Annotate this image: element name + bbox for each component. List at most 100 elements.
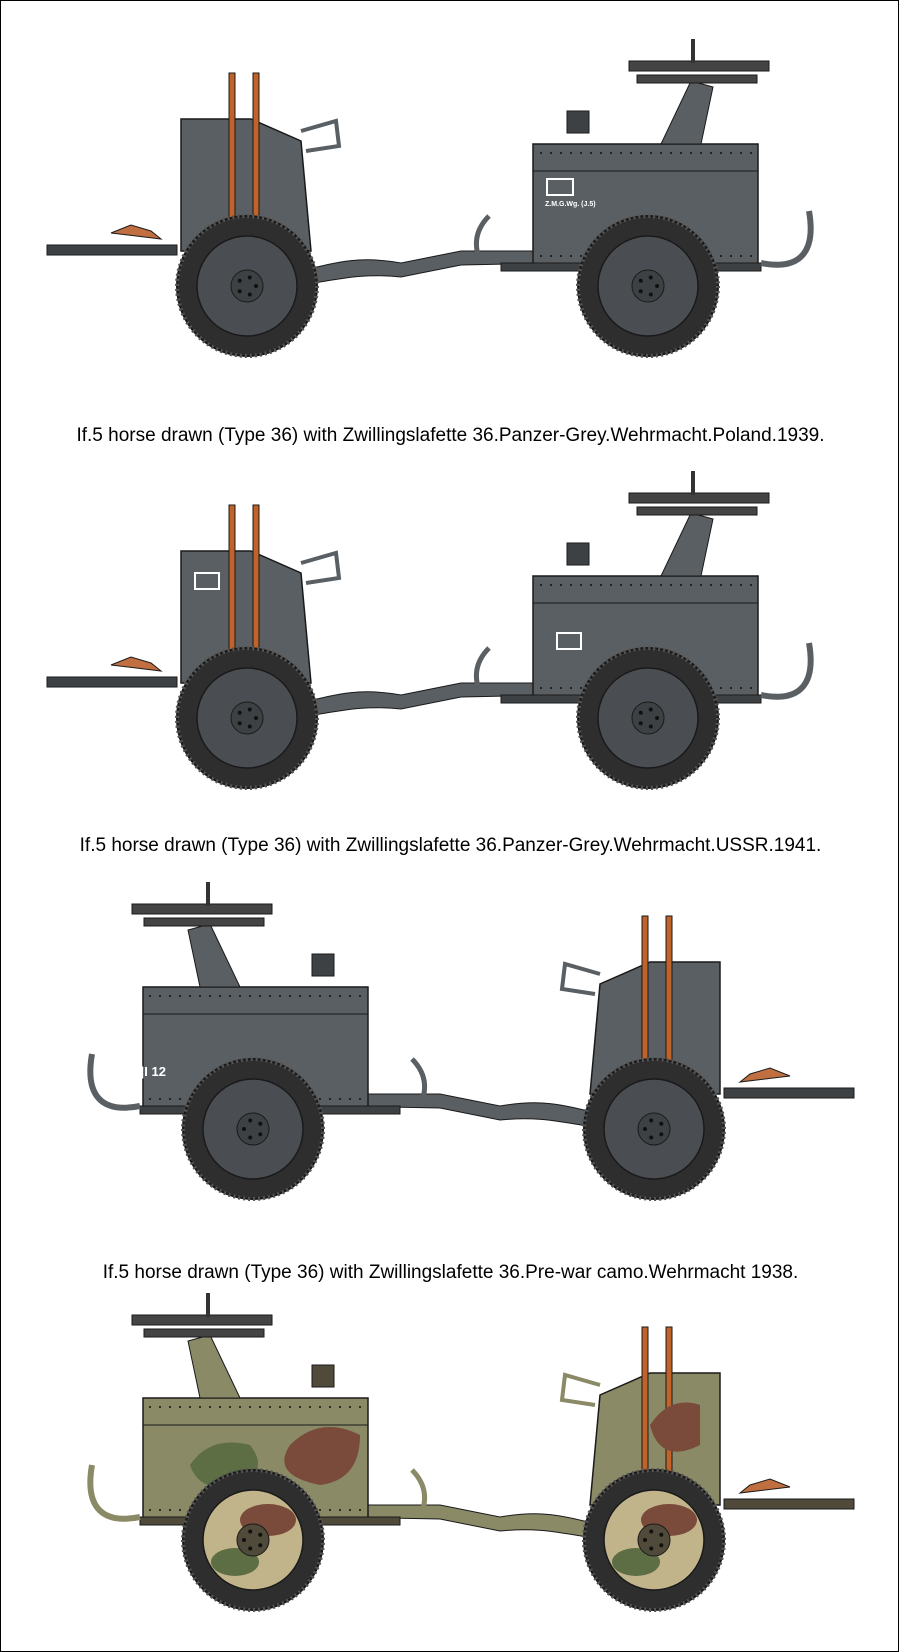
rivet	[269, 995, 271, 997]
lug-nut	[258, 1121, 263, 1126]
rivet	[630, 584, 632, 586]
lug-nut	[659, 1121, 664, 1126]
rivet	[219, 1406, 221, 1408]
rivet	[660, 152, 662, 154]
skid-rail	[87, 1464, 141, 1522]
rivet	[329, 1406, 331, 1408]
rivet	[209, 1406, 211, 1408]
lug-nut	[638, 289, 643, 294]
lug-nut	[655, 716, 659, 720]
mg-mount	[660, 512, 714, 577]
machine-gun-lower	[143, 1328, 265, 1338]
rivet	[299, 1406, 301, 1408]
lug-nut	[643, 1538, 647, 1542]
rivet	[329, 1509, 331, 1511]
lug-nut	[237, 721, 242, 726]
lug-nut	[648, 707, 653, 712]
rivet	[750, 687, 752, 689]
seat-rail	[300, 550, 342, 585]
gunner-seat	[311, 953, 335, 977]
machine-gun-lower	[636, 74, 758, 84]
rivet	[189, 995, 191, 997]
rivet	[359, 1509, 361, 1511]
caption-3: If.5 horse drawn (Type 36) with Zwilling…	[102, 1262, 799, 1283]
rivet	[339, 995, 341, 997]
lug-nut	[247, 292, 252, 297]
rivet	[149, 1509, 151, 1511]
rivet	[600, 584, 602, 586]
lug-nut	[258, 1543, 263, 1548]
machine-gun-upper	[131, 903, 273, 915]
wheel-hub	[230, 701, 264, 735]
rivet	[670, 584, 672, 586]
lug-nut	[242, 1538, 246, 1542]
rivet	[580, 584, 582, 586]
skid-rail	[760, 642, 814, 700]
skid-rail	[87, 1053, 141, 1111]
rifle	[665, 915, 673, 1067]
machine-gun-upper	[131, 1314, 273, 1326]
rivet	[730, 152, 732, 154]
wheel-hub	[637, 1112, 671, 1146]
rivet	[600, 152, 602, 154]
rivet	[570, 255, 572, 257]
rivet	[550, 255, 552, 257]
rivet	[750, 255, 752, 257]
rivet	[239, 1406, 241, 1408]
mg-mount	[660, 80, 714, 145]
lug-nut	[659, 1132, 664, 1137]
gun-sight	[691, 471, 695, 495]
rivet	[159, 995, 161, 997]
rivet	[740, 255, 742, 257]
rivet	[299, 995, 301, 997]
footrest	[738, 1478, 791, 1494]
rivet	[249, 1406, 251, 1408]
tyre-tread	[582, 1468, 726, 1612]
seat-rail	[300, 118, 342, 153]
lug-nut	[649, 1118, 654, 1123]
rivet	[740, 152, 742, 154]
lug-nut	[649, 1135, 654, 1140]
rivet	[640, 584, 642, 586]
lug-nut	[648, 724, 653, 729]
footrest	[110, 224, 163, 240]
machine-gun-upper	[628, 492, 770, 504]
machine-gun-lower	[636, 506, 758, 516]
rivet	[339, 1406, 341, 1408]
skid-rail	[760, 210, 814, 268]
rivet	[550, 687, 552, 689]
rivet	[179, 1406, 181, 1408]
rifle	[228, 72, 236, 224]
lug-nut	[655, 284, 659, 288]
rivet	[349, 995, 351, 997]
rivet	[650, 152, 652, 154]
rivet	[540, 584, 542, 586]
lug-nut	[237, 289, 242, 294]
lug-nut	[659, 1532, 664, 1537]
rivet	[580, 255, 582, 257]
footrest	[738, 1067, 791, 1083]
rivet	[560, 687, 562, 689]
rivet	[189, 1406, 191, 1408]
machine-gun-lower	[143, 917, 265, 927]
gunner-seat	[311, 1364, 335, 1388]
rivet	[560, 584, 562, 586]
lug-nut	[237, 278, 242, 283]
lug-nut	[247, 275, 252, 280]
rivet	[690, 152, 692, 154]
rivet	[570, 687, 572, 689]
limber-drawbar	[723, 1498, 855, 1510]
rivet	[359, 1098, 361, 1100]
rivet	[289, 1406, 291, 1408]
rivet	[700, 584, 702, 586]
rivet	[560, 255, 562, 257]
gunner-seat	[566, 110, 590, 134]
lug-nut	[248, 1118, 253, 1123]
mg-mount	[187, 1334, 241, 1399]
rivet	[279, 995, 281, 997]
rivet	[349, 1509, 351, 1511]
rifle	[665, 1326, 673, 1478]
rivet	[159, 1406, 161, 1408]
caption-1: If.5 horse drawn (Type 36) with Zwilling…	[76, 425, 825, 446]
rivet	[610, 152, 612, 154]
